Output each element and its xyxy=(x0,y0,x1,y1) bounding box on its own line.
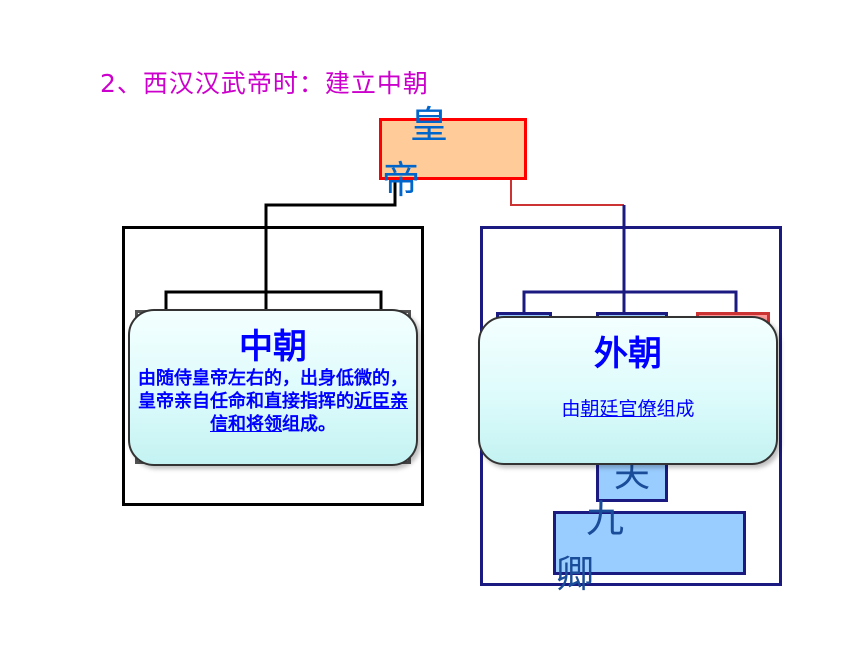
inner-court-desc-end: 组成。 xyxy=(282,414,336,435)
inner-branch-bar xyxy=(164,290,383,310)
outer-court-description: 由朝廷官僚组成 xyxy=(480,398,776,421)
emperor-box: 皇 帝 xyxy=(379,103,527,202)
nine-ministers-box: 九 卿 xyxy=(553,497,746,596)
emperor-to-inner-connector xyxy=(264,180,397,320)
emperor-to-outer-connector xyxy=(510,180,624,206)
outer-court-desc-highlight: 朝廷官僚 xyxy=(580,398,657,420)
outer-court-desc-text: 由 xyxy=(561,398,581,420)
inner-court-desc-text: 由随侍皇帝左右的，出身低微的，皇帝亲自任命和直接指挥的 xyxy=(138,368,408,412)
inner-court-description: 由随侍皇帝左右的，出身低微的，皇帝亲自任命和直接指挥的近臣亲信和将领组成。 xyxy=(130,367,416,436)
outer-branch-bar xyxy=(522,290,738,312)
slide-heading: 2、西汉汉武帝时：建立中朝 xyxy=(100,69,429,98)
outer-court-title: 外朝 xyxy=(594,334,662,374)
inner-court-title: 中朝 xyxy=(239,327,307,367)
inner-court-frame xyxy=(122,226,424,506)
outer-court-desc-end: 组成 xyxy=(656,398,695,420)
inner-court-desc-highlight: 近臣亲信和将领 xyxy=(210,391,408,435)
inner-court-callout: 中朝 由随侍皇帝左右的，出身低微的，皇帝亲自任命和直接指挥的近臣亲信和将领组成。 xyxy=(128,309,418,466)
outer-court-callout: 外朝 由朝廷官僚组成 xyxy=(478,316,778,465)
